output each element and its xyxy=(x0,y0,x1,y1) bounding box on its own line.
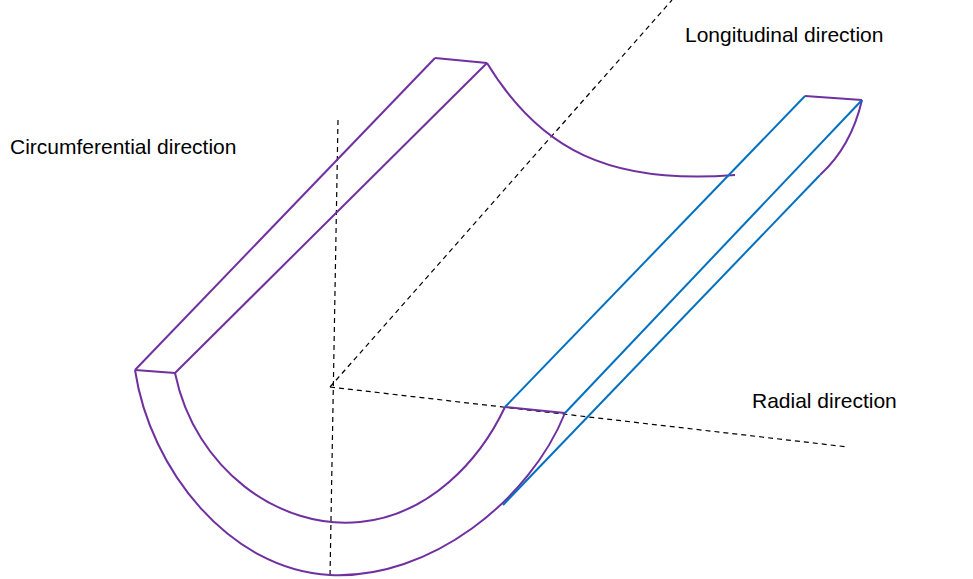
inner-right-edge xyxy=(505,96,805,407)
far-right-rim xyxy=(805,96,862,100)
circumferential-axis xyxy=(330,120,338,577)
direction-label: Radial direction xyxy=(750,388,899,413)
inner-left-edge xyxy=(175,63,487,373)
back-inner-arc xyxy=(487,63,735,177)
direction-label: Circumferential direction xyxy=(8,134,238,159)
front-left-rim xyxy=(135,370,175,373)
outer-left-edge xyxy=(135,58,435,370)
front-inner-arc xyxy=(175,373,505,523)
outer-right-edge xyxy=(565,100,862,413)
outer-surface-edge xyxy=(503,175,820,505)
longitudinal-axis xyxy=(330,0,672,387)
far-left-rim xyxy=(435,58,487,63)
front-outer-arc xyxy=(135,370,565,575)
front-right-rim xyxy=(505,407,565,413)
direction-label: Longitudinal direction xyxy=(683,22,885,47)
